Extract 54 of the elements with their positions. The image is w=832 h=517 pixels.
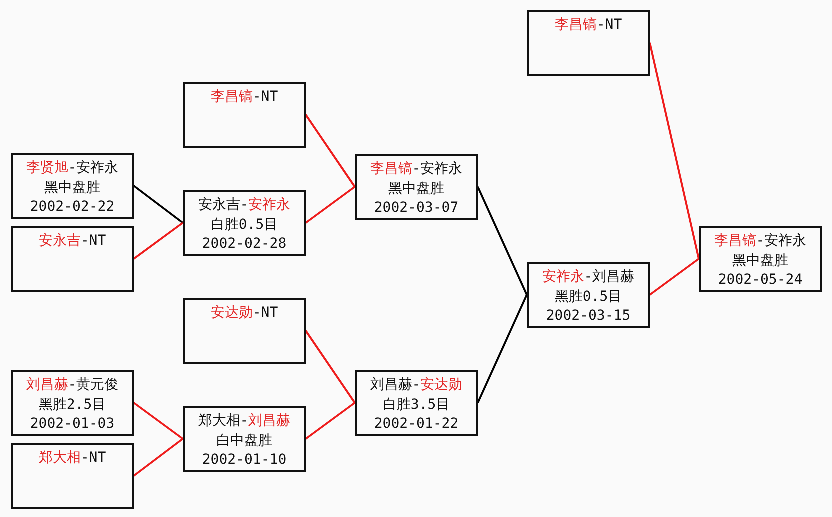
player-names: 李昌镐-NT bbox=[554, 16, 622, 35]
match-box bbox=[11, 226, 134, 292]
date-text: 2002-01-03 bbox=[30, 415, 115, 434]
match-box bbox=[11, 370, 134, 436]
player-names: 李昌镐-安祚永 bbox=[714, 232, 807, 251]
player-names: 郑大相-NT bbox=[38, 449, 106, 468]
match-box bbox=[699, 226, 822, 292]
date-text: 2002-03-07 bbox=[374, 199, 459, 218]
match-box bbox=[11, 443, 134, 509]
connector-line bbox=[133, 222, 184, 260]
connector-line bbox=[477, 186, 528, 296]
connector-line bbox=[133, 438, 184, 477]
date-text: 2002-03-15 bbox=[546, 307, 631, 326]
connector-line bbox=[305, 114, 356, 188]
match-box bbox=[11, 153, 134, 219]
player-names: 李昌镐-安祚永 bbox=[370, 160, 463, 179]
player-names: 安祚永-刘昌赫 bbox=[542, 268, 635, 287]
match-box bbox=[183, 406, 306, 472]
connector-line bbox=[305, 186, 356, 224]
result-text: 黑中盘胜 bbox=[44, 178, 100, 198]
player-names: 李贤旭-安祚永 bbox=[26, 159, 119, 178]
date-text: 2002-01-10 bbox=[202, 451, 287, 470]
result-text: 黑胜0.5目 bbox=[554, 288, 622, 306]
date-text: 2002-01-22 bbox=[374, 415, 459, 434]
match-box bbox=[183, 190, 306, 256]
player-names: 安永吉-安祚永 bbox=[198, 196, 291, 215]
player-names: 刘昌赫-安达勋 bbox=[370, 376, 463, 395]
player-names: 郑大相-刘昌赫 bbox=[198, 412, 291, 431]
match-box bbox=[527, 10, 650, 76]
player-names: 安达勋-NT bbox=[210, 304, 278, 323]
connector-line bbox=[305, 402, 356, 440]
connector-line bbox=[649, 258, 700, 296]
connector-line bbox=[133, 402, 184, 440]
date-text: 2002-05-24 bbox=[718, 271, 803, 290]
match-box bbox=[355, 370, 478, 436]
match-box bbox=[183, 82, 306, 148]
match-box bbox=[183, 298, 306, 364]
result-text: 白中盘胜 bbox=[216, 432, 272, 450]
result-text: 白胜0.5目 bbox=[210, 216, 278, 234]
player-names: 李昌镐-NT bbox=[210, 88, 278, 107]
date-text: 2002-02-22 bbox=[30, 198, 115, 217]
connector-line bbox=[649, 42, 700, 260]
result-text: 黑胜2.5目 bbox=[38, 396, 106, 414]
player-names: 安永吉-NT bbox=[38, 232, 106, 251]
match-box bbox=[355, 154, 478, 220]
connector-line bbox=[305, 330, 356, 404]
date-text: 2002-02-28 bbox=[202, 235, 287, 254]
player-names: 刘昌赫-黄元俊 bbox=[26, 376, 119, 395]
result-text: 黑中盘胜 bbox=[732, 252, 788, 270]
connector-line bbox=[477, 294, 528, 404]
result-text: 白胜3.5目 bbox=[382, 396, 450, 414]
connector-line bbox=[133, 185, 184, 224]
result-text: 黑中盘胜 bbox=[388, 180, 444, 198]
match-box bbox=[527, 262, 650, 328]
